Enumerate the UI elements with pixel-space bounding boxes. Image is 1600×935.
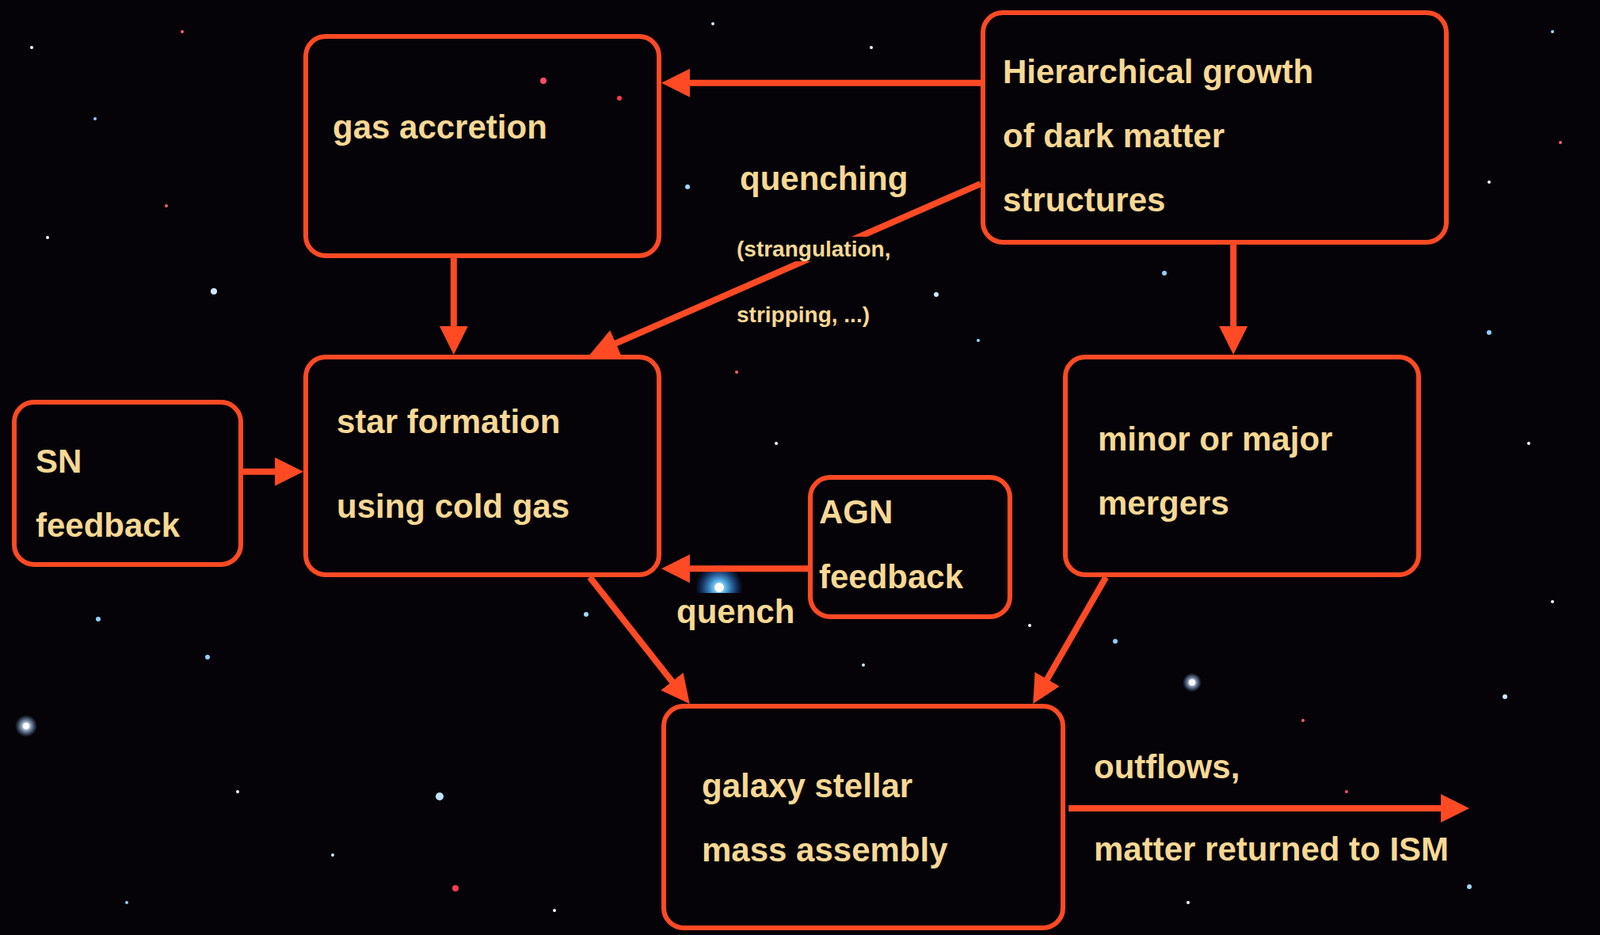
edge-label: quenching [736, 160, 911, 198]
note-holder: matter returned to ISM [1093, 827, 1449, 873]
process-box: AGN feedback [807, 475, 1013, 620]
star [1188, 679, 1196, 686]
star [93, 117, 97, 121]
process-box: SN feedback [11, 400, 244, 568]
connector-arrow [672, 565, 808, 572]
star [685, 184, 690, 190]
process-box: gas accretion [303, 34, 662, 259]
star [1502, 694, 1508, 700]
connector-arrow [1038, 577, 1106, 695]
process-box: minor or major mergers [1062, 354, 1421, 578]
connector-arrow [590, 577, 683, 696]
star [1487, 180, 1491, 184]
star [861, 663, 865, 667]
star [869, 45, 873, 50]
box-text: SN feedback [35, 429, 218, 558]
star [1301, 719, 1305, 723]
box-text: AGN feedback [819, 480, 978, 610]
note-label: (strangulation, stripping, ...) [736, 236, 891, 328]
star [735, 370, 739, 374]
star [210, 288, 218, 295]
edge-label: quench [673, 593, 798, 631]
star [552, 909, 557, 913]
star [45, 236, 50, 240]
box-text: minor or major mergers [1097, 407, 1399, 536]
note-holder: outflows, [1093, 745, 1240, 790]
star [1161, 270, 1167, 276]
star [1550, 600, 1555, 604]
star [1344, 790, 1349, 794]
stars [15, 22, 1562, 913]
star [452, 885, 459, 892]
star [976, 339, 980, 343]
star [1028, 624, 1032, 628]
process-box: Hierarchical growth of dark matter struc… [980, 10, 1449, 245]
edge-label-holder: quenching [736, 156, 911, 202]
bright-star [1182, 673, 1202, 693]
star [1186, 901, 1190, 905]
box-text: galaxy stellar mass assembly [701, 754, 964, 883]
connector-arrow [1230, 244, 1237, 344]
star [1486, 330, 1492, 336]
connector-arrow [450, 258, 458, 344]
star [933, 292, 939, 298]
star [1466, 884, 1472, 890]
star [236, 790, 240, 794]
star [1527, 441, 1531, 446]
box-text: Hierarchical growth of dark matter struc… [1002, 39, 1336, 233]
star [1558, 140, 1562, 145]
star [583, 612, 589, 618]
star [205, 655, 210, 660]
star [711, 22, 715, 26]
note-label: matter returned to ISM [1093, 830, 1449, 869]
bright-star [15, 715, 38, 738]
process-box: galaxy stellar mass assembly [661, 704, 1066, 931]
note-label: outflows, [1093, 748, 1240, 786]
edge-label-holder: quench [673, 590, 798, 635]
star [540, 77, 547, 84]
star [180, 30, 184, 34]
process-box: star formation using cold gas [303, 354, 662, 578]
connector-arrow [672, 80, 981, 87]
star [164, 204, 168, 208]
star [714, 582, 724, 593]
star [435, 792, 444, 801]
star [331, 853, 335, 858]
note-holder: (strangulation, stripping, ...) [736, 216, 951, 348]
star [1550, 30, 1555, 34]
star [125, 901, 129, 905]
star [774, 441, 778, 446]
star [95, 617, 101, 622]
star [22, 723, 30, 730]
box-text: star formation using cold gas [336, 379, 606, 549]
outflow-arrow [1068, 805, 1459, 812]
star [1112, 639, 1118, 644]
star [30, 45, 34, 50]
box-text: gas accretion [332, 95, 634, 160]
connector-arrow [243, 468, 293, 476]
star [617, 95, 622, 101]
